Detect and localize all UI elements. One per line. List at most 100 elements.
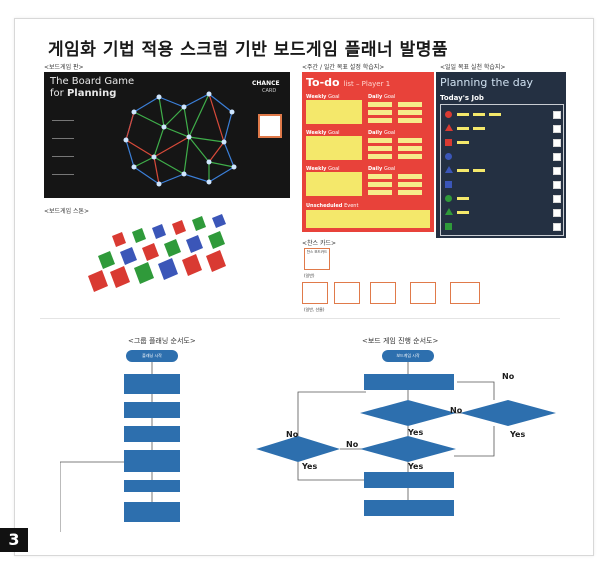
job-slot — [473, 127, 485, 130]
job-checkbox[interactable] — [553, 111, 561, 119]
page-frame — [14, 18, 594, 556]
no-label: No — [346, 440, 359, 449]
daily-goal-label: Daily Goal — [368, 130, 396, 136]
job-checkbox[interactable] — [553, 139, 561, 147]
chance-cards-caption: <찬스 카드> — [302, 240, 337, 247]
no-label: No — [286, 430, 299, 439]
board-game-panel: The Board Game for Planning CHANCE CARD — [44, 72, 290, 198]
chance-card-slot — [258, 114, 282, 138]
decision-diamond — [256, 436, 340, 462]
decision-diamond — [460, 400, 556, 426]
job-slot — [457, 113, 469, 116]
daily-slot — [398, 110, 422, 115]
yes-label: Yes — [302, 462, 318, 471]
board-network-graphic — [123, 91, 237, 187]
red-triangle-icon — [445, 124, 453, 131]
chance-card — [370, 282, 396, 304]
flow-start-node: 보드게임 시작 — [382, 350, 434, 362]
blue-square-icon — [445, 181, 452, 188]
unscheduled-event-box — [306, 210, 430, 228]
weekly-goal-label: Weekly Goal — [306, 166, 340, 172]
board-left-line — [52, 120, 74, 121]
group-planning-flow-title: <그룹 플래닝 순서도> — [128, 337, 196, 345]
daily-slot — [398, 118, 422, 123]
green-square-icon — [445, 223, 452, 230]
board-title-for: for — [50, 88, 64, 99]
weekly-goal-label: Weekly Goal — [306, 130, 340, 136]
chance-card: 찬스 보드카드 — [304, 248, 330, 270]
yes-label: Yes — [510, 430, 526, 439]
todo-caption: <주간 / 일간 목표 설정 학습지> — [302, 64, 385, 71]
chance-card — [334, 282, 360, 304]
daily-slot — [368, 102, 392, 107]
daily-slot — [368, 182, 392, 187]
flow-start-node: 플래닝 시작 — [126, 350, 178, 362]
no-label: No — [450, 406, 463, 415]
green-triangle-icon — [445, 208, 453, 215]
job-checkbox[interactable] — [553, 223, 561, 231]
job-slot — [489, 113, 501, 116]
tokens-caption: <보드게임 스톤> — [44, 208, 90, 215]
job-checkbox[interactable] — [553, 195, 561, 203]
weekly-goal-box — [306, 100, 362, 124]
job-checkbox[interactable] — [553, 153, 561, 161]
flow-step-box — [364, 472, 454, 488]
no-label: No — [502, 372, 515, 381]
daily-slot — [398, 182, 422, 187]
blue-circle-icon — [445, 153, 452, 160]
job-checkbox[interactable] — [553, 125, 561, 133]
planning-head: Planning the day — [440, 76, 533, 89]
chance-card — [450, 282, 480, 304]
board-left-line — [52, 156, 74, 157]
board-left-line — [52, 138, 74, 139]
todo-head: To-do list – Player 1 — [306, 76, 390, 89]
daily-slot — [398, 146, 422, 151]
weekly-goal-label: Weekly Goal — [306, 94, 340, 100]
flow-step-box — [124, 402, 180, 418]
planning-head-title: Planning — [440, 76, 488, 89]
job-slot — [457, 211, 469, 214]
board-title-line1: The Board Game — [50, 76, 135, 87]
group-planning-connectors — [60, 362, 153, 532]
unscheduled-label: Unscheduled Event — [306, 203, 359, 209]
daily-slot — [368, 138, 392, 143]
flow-step-box — [124, 374, 180, 394]
card-label-general-gift: (일반, 선물) — [304, 307, 325, 312]
todo-list-sheet: To-do list – Player 1 Weekly Goal Daily … — [302, 72, 434, 232]
decision-diamond — [360, 436, 456, 462]
flow-step-box — [364, 500, 454, 516]
flow-step-box — [124, 450, 180, 472]
daily-slot — [368, 174, 392, 179]
weekly-goal-box — [306, 172, 362, 196]
board-left-line — [52, 174, 74, 175]
daily-goal-label: Daily Goal — [368, 166, 396, 172]
decision-diamond — [360, 400, 456, 426]
job-checkbox[interactable] — [553, 167, 561, 175]
flow-step-box — [124, 426, 180, 442]
planning-grid — [440, 104, 564, 236]
card-label-general: (일반) — [304, 273, 315, 278]
board-game-connectors — [297, 362, 495, 500]
daily-slot — [398, 138, 422, 143]
chance-card — [302, 282, 328, 304]
flow-step-box — [364, 374, 454, 390]
job-slot — [457, 169, 469, 172]
board-title-line2: for Planning — [50, 88, 116, 99]
job-slot — [457, 141, 469, 144]
daily-slot — [368, 190, 392, 195]
flow-step-box — [124, 502, 180, 522]
job-slot — [473, 169, 485, 172]
job-checkbox[interactable] — [553, 181, 561, 189]
section-divider — [40, 318, 560, 319]
board-title-planning: Planning — [66, 88, 117, 99]
flow-step-box — [124, 480, 180, 492]
green-circle-icon — [445, 195, 452, 202]
planning-caption: <일일 목표 실천 학습지> — [440, 64, 506, 71]
daily-slot — [398, 154, 422, 159]
board-caption: <보드게임 판> — [44, 64, 84, 71]
board-game-flow-title: <보드 게임 진행 순서도> — [362, 337, 439, 345]
todays-job-head: Today's Job — [440, 94, 484, 102]
daily-slot — [398, 190, 422, 195]
job-slot — [457, 127, 469, 130]
job-checkbox[interactable] — [553, 209, 561, 217]
